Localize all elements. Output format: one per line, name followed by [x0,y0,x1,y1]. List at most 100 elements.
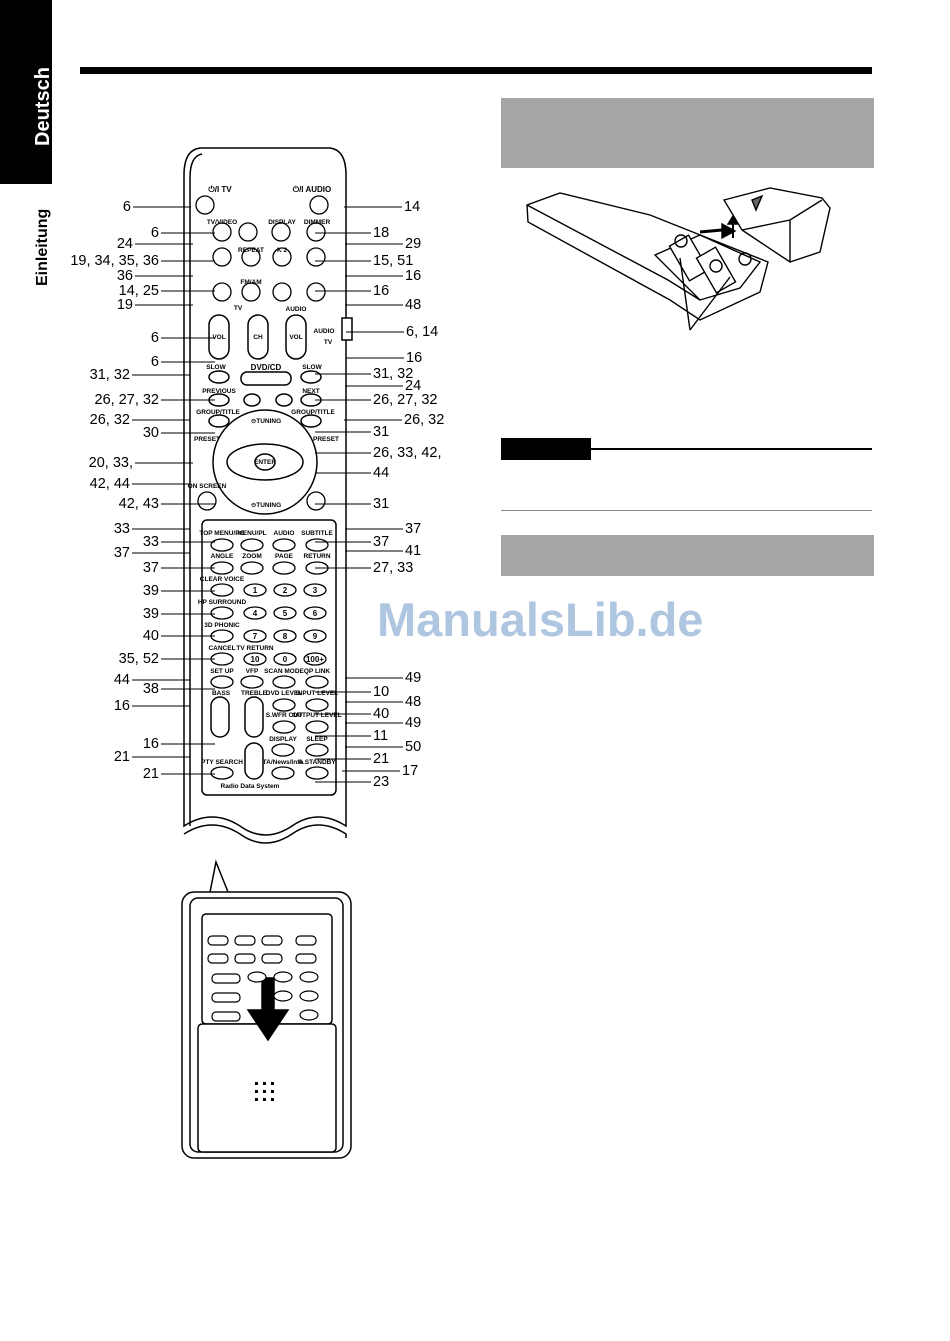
remote-side-button [210,583,234,597]
remote-function-button [305,743,329,757]
callout-page-ref: 40 [142,628,159,644]
callout-page-ref: 36 [116,268,133,284]
label-vol-tv: VOL [212,334,226,341]
remote-function-button [272,675,296,689]
label-audio-small: AUDIO [285,306,307,313]
callout-page-ref: 49 [405,715,422,731]
remote-side-button [210,606,234,620]
label-preset-left: PRESET [193,436,221,443]
remote-function-button [271,743,295,757]
callout-page-ref: 16 [373,283,390,299]
callout-page-ref: 33 [113,521,130,537]
remote-digit-button [243,606,267,620]
remote-function-button [272,698,296,712]
label-group-title-right: GROUP/TITLE [291,409,335,416]
remote-digit-button [243,652,267,666]
remote-button-audio-power [309,195,329,215]
callout-page-ref: 31 [373,424,390,440]
remote-grid-button [240,561,264,575]
label-next: NEXT [302,388,320,395]
remote-button-dimmer [306,222,326,242]
remote-button-usb-memory [212,282,232,302]
callout-page-ref: 14 [404,199,421,215]
callout-page-ref: 16 [406,350,423,366]
callout-page-ref: 35, 52 [118,651,159,667]
callout-page-ref: 48 [405,297,422,313]
label-preset-right: PRESET [312,436,340,443]
remote-digit-label: 1 [253,586,258,595]
label-treble: TREBLE [241,690,267,697]
remote-digit-label: 7 [253,632,258,641]
label-bass: BASS [211,690,231,697]
label-scan-mode: SCAN MODE [264,668,304,675]
remote-grid-button [240,538,264,552]
callout-page-ref: 19, 34, 35, 36 [70,253,159,269]
remote-button-tv-video [212,222,232,242]
callout-page-ref: 40 [373,706,390,722]
callout-page-ref: 17 [402,763,419,779]
label-group-title-left: GROUP/TITLE [196,409,240,416]
remote-button-fm-am [241,282,261,302]
callout-page-ref: 16 [113,698,130,714]
label-input-level: INPUT LEVEL [295,690,339,697]
label-slow-left: SLOW [206,364,226,371]
remote-function-button [305,720,329,734]
remote-grid-button [305,538,329,552]
remote-function-button [272,720,296,734]
remote-button-clock-timer [306,247,326,267]
callout-page-ref: 20, 33, [88,455,133,471]
callout-page-ref: 37 [405,521,422,537]
callout-page-ref: 15, 51 [373,253,414,269]
callout-page-ref: 14, 25 [118,283,159,299]
language-tab [0,0,52,184]
callout-page-ref: 6 [150,354,159,370]
label-previous: PREVIOUS [202,388,236,395]
callout-page-ref: 29 [405,236,422,252]
callout-page-ref: 10 [373,684,390,700]
callout-page-ref: 16 [405,268,422,284]
label-menu-pl: MENU/PL [237,530,267,537]
remote-side-button [210,675,234,689]
remote-digit-button [273,629,297,643]
label-slow-right: SLOW [302,364,322,371]
callout-page-ref: 6 [150,225,159,241]
callout-page-ref: 31, 32 [89,367,130,383]
callout-page-ref: 39 [142,583,159,599]
remote-function-button [305,766,329,780]
label-vol-audio: VOL [289,334,303,341]
remote-digit-button [273,606,297,620]
callout-page-ref: 42, 44 [89,476,130,492]
callout-page-ref: 42, 43 [118,496,159,512]
note-marker [501,438,591,460]
label-tuning-down: ⊖TUNING [250,502,282,509]
callout-page-ref: 49 [405,670,422,686]
callout-page-ref: 48 [405,694,422,710]
callout-page-ref: 38 [142,681,159,697]
label-clear-voice: CLEAR VOICE [199,576,245,583]
remote-digit-label: 8 [283,632,288,641]
label-s-wfr-out: S.WFR OUT [265,712,303,719]
remote-grid-button [272,538,296,552]
remote-digit-label: 10 [251,655,260,664]
remote-digit-label: 9 [313,632,318,641]
callout-page-ref: 39 [142,606,159,622]
callout-page-ref: 21 [113,749,130,765]
callout-page-ref: 26, 33, 42, [373,445,442,461]
label-3d-phonic: 3D PHONIC [204,622,240,629]
label-tv-switch: TV [323,339,333,346]
remote-button-tv-sound [272,282,292,302]
remote-function-button [210,766,234,780]
label-display: DISPLAY [268,219,296,226]
callout-page-ref: 24 [405,378,422,394]
callout-page-ref: 16 [142,736,159,752]
label-return: RETURN [303,553,331,560]
callout-page-ref: 30 [142,425,159,441]
label-repeat: REPEAT [238,247,264,254]
callout-page-ref: 19 [116,297,133,313]
label-cancel: CANCEL [208,645,236,652]
label-enter: ENTER [253,459,277,466]
callout-page-ref: 44 [373,465,390,481]
remote-grid-button [210,538,234,552]
